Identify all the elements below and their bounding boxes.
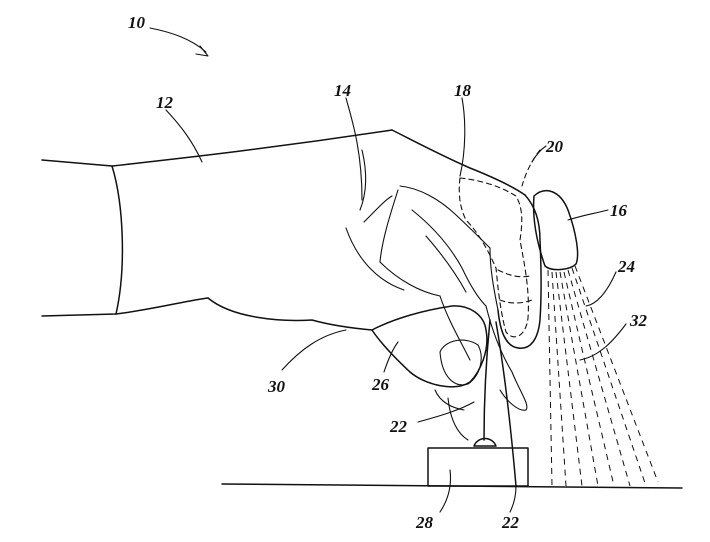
label-26: 26 [371,375,390,394]
label-30: 30 [267,377,286,396]
hand [207,129,542,441]
label-32: 32 [629,311,648,330]
leader-lines [149,27,627,513]
spray-nozzle [532,190,579,271]
leader-10 [149,27,207,53]
label-14: 14 [334,81,351,100]
label-28: 28 [415,513,434,532]
glove-inner-dashed [458,149,541,338]
label-20: 20 [545,137,564,156]
surface-line [221,483,683,489]
label-10: 10 [128,13,146,32]
label-22-upper: 22 [389,417,408,436]
leader-30 [281,329,347,371]
label-22-lower: 22 [501,513,520,532]
sleeve [41,129,393,317]
spray-stream [547,265,659,487]
leader-26 [383,341,399,373]
leader-10-arrow [195,45,209,57]
label-16: 16 [610,201,628,220]
label-24: 24 [617,257,635,276]
label-18: 18 [454,81,472,100]
leader-22a [417,401,475,423]
leader-14 [345,97,363,201]
leader-20 [531,145,547,163]
leader-28 [439,469,452,513]
leader-18 [459,97,466,177]
leader-22b [509,485,517,513]
reference-labels: 10 12 14 18 20 16 24 32 30 26 22 22 28 [128,13,648,532]
leader-32 [579,323,627,361]
leader-12 [165,109,203,163]
label-12: 12 [156,93,174,112]
leader-16 [567,209,609,221]
leader-24 [585,271,617,307]
